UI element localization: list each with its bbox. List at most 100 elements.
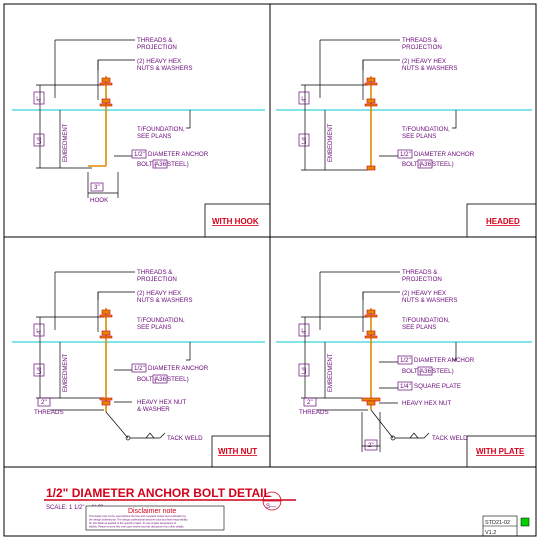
thread-length: 2" xyxy=(307,399,313,406)
threads-label-1: THREADS & xyxy=(137,37,173,44)
nuts-label-1: (2) HEAVY HEX xyxy=(402,290,446,297)
bolt-post: STEEL) xyxy=(432,161,454,168)
panel-with-nut: THREADS & PROJECTION (2) HEAVY HEX NUTS … xyxy=(12,269,271,468)
ld-value: Ld xyxy=(37,367,43,374)
hex-nut xyxy=(366,330,376,336)
washer xyxy=(99,103,113,107)
diameter-box xyxy=(397,149,413,159)
weld-fillet xyxy=(145,432,155,439)
plate-width: 2" xyxy=(368,442,374,449)
steel-box xyxy=(152,374,168,384)
panel-caption: WITH NUT xyxy=(218,447,257,456)
projection-value: 4" xyxy=(37,97,43,102)
foundation-label-2: SEE PLANS xyxy=(402,133,436,140)
bolt-pre: BOLT ( xyxy=(402,161,422,168)
washer xyxy=(99,335,113,339)
ld-box xyxy=(298,133,310,147)
nuts-leader-1 xyxy=(97,59,135,70)
panel-caption: HEADED xyxy=(486,217,520,226)
disclaimer-box xyxy=(85,505,225,531)
foundation-label-2: SEE PLANS xyxy=(137,133,171,140)
disclaimer-line-4: liability. Please remove this note upon … xyxy=(89,525,185,529)
thread-length-box xyxy=(303,397,317,407)
hex-nut xyxy=(101,77,111,83)
nuts-leader-1 xyxy=(362,59,400,70)
panel-headed: THREADS & PROJECTION (2) HEAVY HEX NUTS … xyxy=(276,37,537,238)
projection-value: 4" xyxy=(302,97,308,102)
caption-box xyxy=(466,435,537,468)
scale-label: SCALE: 1 1/2" = 1'-0" xyxy=(46,505,103,511)
embedment-label: EMBEDMENT xyxy=(63,123,69,162)
bottom-nut-label-1: HEAVY HEX NUT xyxy=(137,399,187,406)
projection-value: 4" xyxy=(302,329,308,334)
washer xyxy=(99,82,113,86)
threads-label-2: PROJECTION xyxy=(137,44,177,51)
tack-weld-label: TACK WELD xyxy=(432,435,468,442)
threads-label-1: THREADS & xyxy=(402,37,438,44)
threads-label-2: PROJECTION xyxy=(402,276,442,283)
steel-grade: A36 xyxy=(420,161,432,168)
version: V1.2 xyxy=(485,530,496,536)
diameter-label: DIAMETER ANCHOR xyxy=(414,357,475,364)
diameter-size: 1/2" xyxy=(400,357,411,364)
nuts-label-1: (2) HEAVY HEX xyxy=(137,58,181,65)
steel-grade: A36 xyxy=(155,161,167,168)
diameter-size: 1/2" xyxy=(134,151,145,158)
panel-caption: WITH HOOK xyxy=(212,217,259,226)
hex-nut xyxy=(366,98,376,104)
nuts-label-2: NUTS & WASHERS xyxy=(402,65,457,72)
embedment-label: EMBEDMENT xyxy=(328,353,334,392)
bolt-pre: BOLT ( xyxy=(402,368,422,375)
foundation-leader xyxy=(452,110,457,129)
washer xyxy=(99,314,113,318)
weld-fillet xyxy=(409,432,419,439)
embedment-label: EMBEDMENT xyxy=(328,123,334,162)
foundation-label-1: T/FOUNDATION, xyxy=(402,317,450,324)
threads-label: THREADS xyxy=(34,409,64,416)
hex-nut xyxy=(101,98,111,104)
washer xyxy=(364,82,378,86)
plate-width-box xyxy=(364,439,378,451)
hook-length: 3" xyxy=(94,184,100,191)
ld-value: Ld xyxy=(37,137,43,144)
detail-symbol-bottom: S— xyxy=(266,503,277,510)
detail-symbol-top: - xyxy=(270,493,272,500)
bolt-pre: BOLT ( xyxy=(137,376,157,383)
steel-grade: A36 xyxy=(155,376,167,383)
bottom-nut-label: HEAVY HEX NUT xyxy=(402,400,452,407)
projection-box xyxy=(33,91,45,105)
foundation-leader xyxy=(186,110,191,129)
threads-label-2: PROJECTION xyxy=(137,276,177,283)
thread-length: 2" xyxy=(41,399,47,406)
projection-box xyxy=(298,323,310,337)
nuts-label-2: NUTS & WASHERS xyxy=(137,297,192,304)
diameter-box xyxy=(397,355,413,365)
steel-box xyxy=(417,159,433,169)
threads-label-1: THREADS & xyxy=(402,269,438,276)
detail-title: 1/2" DIAMETER ANCHOR BOLT DETAIL xyxy=(46,486,271,500)
ld-box xyxy=(33,133,45,147)
title-block: 1/2" DIAMETER ANCHOR BOLT DETAIL SCALE: … xyxy=(44,486,530,537)
nuts-leader-1 xyxy=(362,291,400,300)
bottom-hex-nut xyxy=(101,400,111,406)
steel-grade: A36 xyxy=(420,368,432,375)
projection-box xyxy=(33,323,45,337)
weld-leader xyxy=(370,409,394,439)
bolt-post: STEEL) xyxy=(167,161,189,168)
washer xyxy=(364,314,378,318)
diameter-box xyxy=(131,149,147,159)
foundation-label-1: T/FOUNDATION, xyxy=(137,317,185,324)
plate-size: 1/4" xyxy=(400,383,411,390)
weld-symbol xyxy=(395,432,430,439)
weld-symbol xyxy=(130,432,166,439)
bolt-pre: BOLT ( xyxy=(137,161,157,168)
square-plate xyxy=(361,397,381,402)
ld-box xyxy=(298,363,310,377)
hex-nut xyxy=(366,309,376,315)
diameter-box xyxy=(131,363,147,373)
foundation-label-2: SEE PLANS xyxy=(402,324,436,331)
nuts-label-2: NUTS & WASHERS xyxy=(402,297,457,304)
ld-value: Ld xyxy=(302,367,308,374)
diameter-label: DIAMETER ANCHOR xyxy=(148,365,209,372)
steel-box xyxy=(417,366,433,376)
